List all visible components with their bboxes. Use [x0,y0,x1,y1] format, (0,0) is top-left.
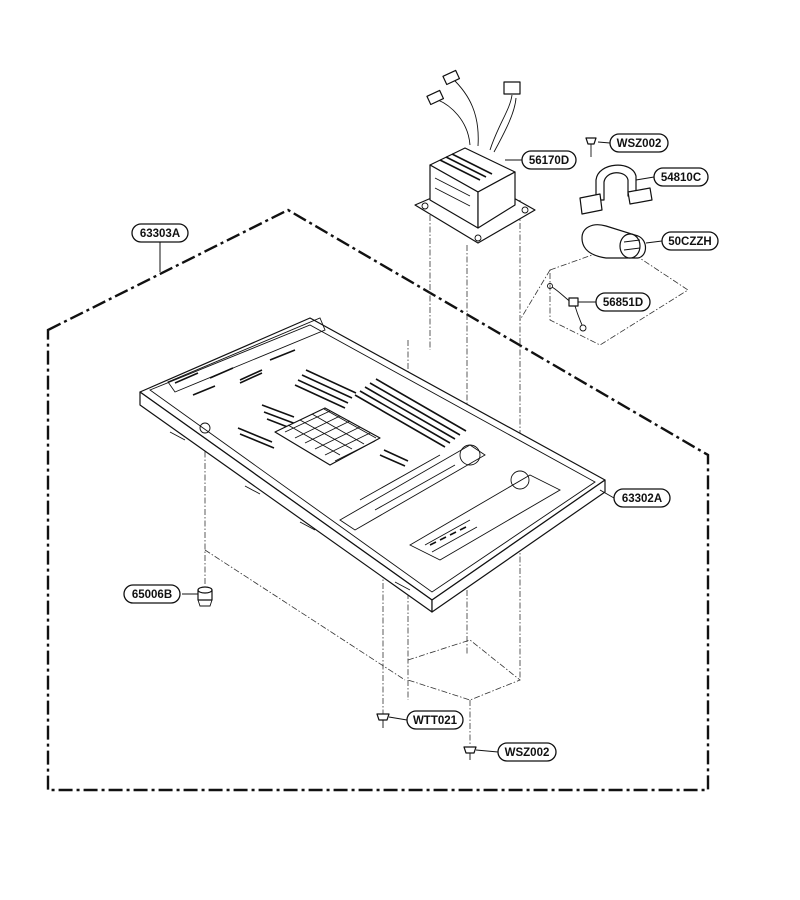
label-WSZ002-top: WSZ002 [609,133,669,153]
label-63302A-text: 63302A [622,493,662,505]
screw-mid [376,713,390,728]
hv-diode [547,283,587,332]
label-50CZZH-text: 50CZZH [668,236,711,248]
rubber-foot [197,586,213,607]
label-65006B: 65006B [123,584,181,604]
label-56851D: 56851D [595,292,651,312]
label-63303A: 63303A [131,223,189,243]
screw-top [585,137,597,157]
label-WTT021-text: WTT021 [413,715,458,727]
assembly-boundary [46,208,710,792]
transformer [414,69,536,244]
mesh-grid [274,407,381,466]
label-50CZZH: 50CZZH [661,231,719,251]
label-63302A: 63302A [613,488,671,508]
label-63303A-text: 63303A [140,228,180,240]
label-54810C: 54810C [653,167,709,187]
base-plate [139,317,606,613]
label-56170D-text: 56170D [529,155,569,167]
label-WSZ002-bottom: WSZ002 [497,742,557,762]
vent-slots [237,369,467,467]
label-WSZ002-top-text: WSZ002 [617,138,662,150]
label-65006B-text: 65006B [132,589,172,601]
screw-bottom [463,746,477,760]
label-56851D-text: 56851D [603,297,643,309]
capacitor [581,224,647,259]
label-WTT021: WTT021 [406,710,464,730]
label-WSZ002-bottom-text: WSZ002 [505,747,550,759]
label-54810C-text: 54810C [661,172,701,184]
capacitor-bracket [579,164,653,215]
leader-lines [159,141,663,753]
label-56170D: 56170D [521,150,577,170]
